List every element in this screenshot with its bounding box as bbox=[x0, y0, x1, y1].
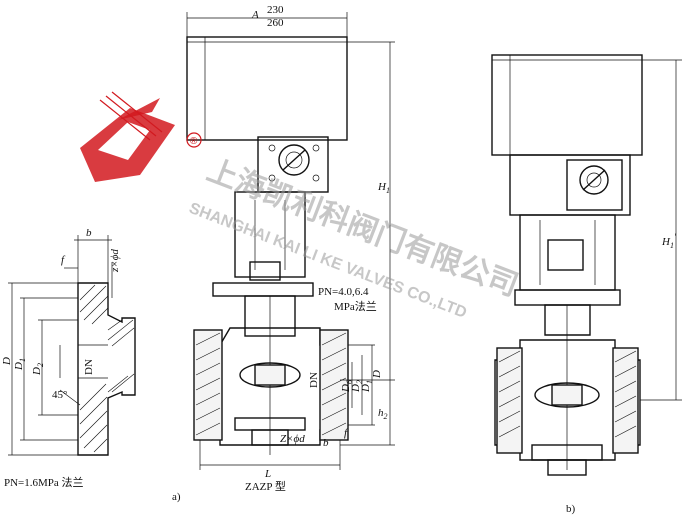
flange-caption: PN=1.6MPa 法兰 bbox=[4, 475, 84, 489]
dim-d2-right-label: D2 bbox=[350, 380, 364, 393]
dim-d1-label: D1 bbox=[13, 358, 27, 371]
body-hatching bbox=[195, 332, 347, 436]
dim-d6-label: D6 bbox=[340, 380, 354, 393]
angle-label: 45° bbox=[52, 389, 67, 401]
dim-f-right-label: f bbox=[344, 427, 349, 439]
caption-a: a) bbox=[172, 491, 181, 503]
flange-detail bbox=[8, 235, 136, 456]
model-caption: ZAZP 型 bbox=[245, 479, 286, 493]
pn-note-1: PN=4.0,6.4 bbox=[318, 286, 369, 298]
valve-a bbox=[186, 12, 395, 470]
z-phi-d-left-label: z×ϕd bbox=[109, 249, 121, 273]
z-phi-d-right-label: Z×ϕd bbox=[280, 433, 305, 445]
dim-d1-right-label: D1 bbox=[360, 380, 374, 393]
dim-b-label: b bbox=[86, 227, 92, 239]
dim-h2-label: h2 bbox=[378, 407, 388, 421]
dim-d-right-label: D bbox=[371, 370, 383, 379]
dim-a-bottom: 260 bbox=[267, 17, 284, 29]
dim-d2-label: D2 bbox=[31, 363, 45, 376]
flange-hatching bbox=[79, 284, 135, 453]
dn-right-label: DN bbox=[308, 372, 320, 388]
dim-l-label: L bbox=[264, 468, 271, 480]
dim-h1-prime-label: H1' bbox=[661, 232, 677, 250]
dim-d-big-label: D bbox=[1, 357, 13, 366]
registered-mark: ® bbox=[190, 136, 198, 147]
pn-note-2: MPa法兰 bbox=[334, 299, 377, 313]
dim-b-right-label: b bbox=[323, 437, 329, 449]
body-b-hatching bbox=[498, 350, 637, 438]
dim-h1-label: H1 bbox=[377, 181, 390, 195]
dim-a-top: 230 bbox=[267, 4, 284, 16]
dim-f-left-label: f bbox=[61, 254, 66, 266]
dn-left-label: DN bbox=[83, 359, 95, 375]
valve-b bbox=[491, 54, 682, 476]
dim-a-prefix: A bbox=[251, 9, 259, 21]
caption-b: b) bbox=[566, 503, 576, 515]
company-logo: ® bbox=[80, 91, 202, 182]
